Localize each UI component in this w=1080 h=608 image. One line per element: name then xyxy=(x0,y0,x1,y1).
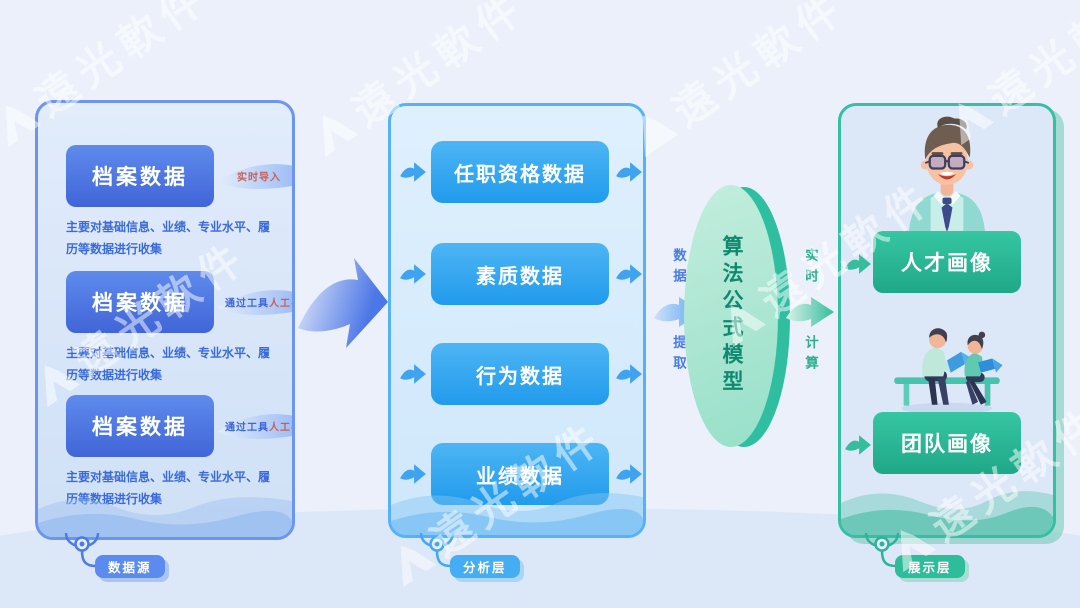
archive-data-box-2: 档案数据 xyxy=(66,271,214,333)
panel-wave-decoration xyxy=(391,493,643,535)
annotation-via-tool: 通过工具 xyxy=(225,422,269,434)
team-portrait-box: 团队画像 xyxy=(873,412,1021,474)
panel-wave-decoration xyxy=(38,497,292,537)
analysis-box-performance: 业绩数据 xyxy=(431,443,609,505)
archive-data-desc-3: 主要对基础信息、业绩、专业水平、履历等数据进行收集 xyxy=(66,470,271,506)
flow-realtime-compute: 实时 计算 xyxy=(786,248,834,376)
arrow-right-icon xyxy=(400,162,426,182)
label-display-layer: 展示层 xyxy=(895,555,965,578)
panel-data-source: 档案数据 实时导入 主要对基础信息、业绩、专业水平、履历等数据进行收集 档案数据 xyxy=(35,100,295,540)
brand-watermark: 遠光軟件 xyxy=(617,0,857,167)
annotation-realtime-import: 实时导入 xyxy=(237,172,281,184)
analysis-box-qualification: 任职资格数据 xyxy=(431,141,609,203)
team-illustration xyxy=(894,328,1003,415)
archive-data-box-3: 档案数据 xyxy=(66,395,214,457)
archive-data-desc-1: 主要对基础信息、业绩、专业水平、履历等数据进行收集 xyxy=(66,220,271,256)
arrow-right-icon xyxy=(400,464,426,484)
flow-label-top: 实时 xyxy=(803,248,818,289)
panel-wave-decoration xyxy=(841,491,1053,535)
arrow-right-icon xyxy=(786,297,834,327)
arrow-right-icon xyxy=(400,364,426,384)
import-arrow-2: 通过工具人工导入 xyxy=(215,280,292,324)
arrow-right-icon xyxy=(616,264,642,284)
annotation-manual-import: 人工导入 xyxy=(269,298,292,310)
arrow-right-icon xyxy=(217,290,292,315)
import-arrow-3: 通过工具人工导入 xyxy=(215,404,292,448)
big-flow-arrow-icon xyxy=(298,258,388,348)
flow-label-top: 数据 xyxy=(671,248,686,289)
arrow-right-icon xyxy=(217,414,292,439)
talent-portrait-box: 人才画像 xyxy=(873,231,1021,293)
analysis-box-behavior: 行为数据 xyxy=(431,343,609,405)
arrow-right-icon xyxy=(616,162,642,182)
brand-logo-icon xyxy=(322,114,358,157)
panel-display-layer: 人才画像 团队画像 xyxy=(838,103,1056,538)
algorithm-model-label: 算法公式模型 xyxy=(720,235,743,397)
archive-data-desc-2: 主要对基础信息、业绩、专业水平、履历等数据进行收集 xyxy=(66,346,271,382)
import-arrow-1: 实时导入 xyxy=(215,154,292,198)
panel-analysis-layer: 任职资格数据 素质数据 行为数据 业绩数据 xyxy=(388,103,646,538)
arrow-right-icon xyxy=(616,364,642,384)
connector-display-layer xyxy=(864,533,900,568)
arrow-right-icon xyxy=(217,164,292,189)
analysis-box-quality: 素质数据 xyxy=(431,243,609,305)
label-data-source: 数据源 xyxy=(95,555,165,578)
archive-data-box-1: 档案数据 xyxy=(66,145,214,207)
label-analysis-layer: 分析层 xyxy=(450,555,520,578)
flow-label-bottom: 计算 xyxy=(803,335,818,376)
flow-label-bottom: 提取 xyxy=(671,335,686,376)
annotation-via-tool: 通过工具 xyxy=(225,298,269,310)
arrow-right-icon xyxy=(845,254,871,274)
algorithm-model: 算法公式模型 xyxy=(680,185,792,451)
arrow-right-icon xyxy=(845,435,871,455)
annotation-manual-import: 人工导入 xyxy=(269,422,292,434)
arrow-right-icon xyxy=(616,464,642,484)
person-illustration xyxy=(908,116,986,234)
arrow-right-icon xyxy=(400,264,426,284)
connector-data-source xyxy=(64,533,100,568)
brand-watermark-text: 遠光軟件 xyxy=(663,0,855,136)
